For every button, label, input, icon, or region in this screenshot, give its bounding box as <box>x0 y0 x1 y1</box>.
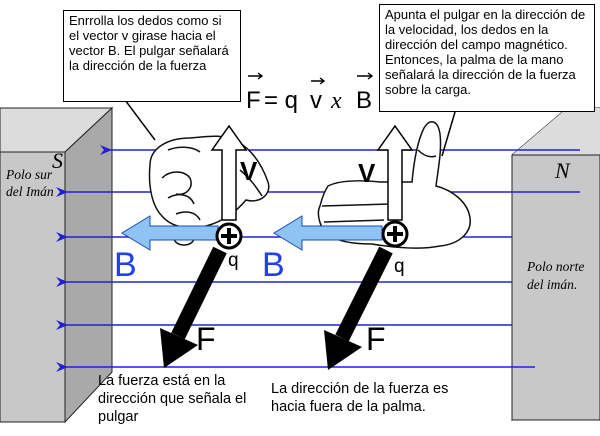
formula-force: F <box>246 87 261 114</box>
south-pole-label: Polo sur del Imán <box>6 167 54 199</box>
field-arrow-left <box>121 215 219 251</box>
force-arrow-right <box>324 246 393 370</box>
force-label-right: F <box>366 321 386 357</box>
north-pole-label: Polo norte del imán. <box>527 259 585 292</box>
magnetic-field-lines <box>56 145 580 372</box>
formula-field: B <box>356 87 372 114</box>
formula-velocity: v <box>310 87 322 114</box>
lorentz-formula: F = q v x B <box>246 72 374 114</box>
callout-pointer-right <box>441 111 456 157</box>
force-label-left: F <box>196 321 216 357</box>
north-pole-letter: N <box>555 158 570 183</box>
formula-times: x <box>330 88 342 114</box>
force-arrow-left <box>160 246 227 368</box>
field-arrow-right <box>273 215 383 251</box>
velocity-arrow-right <box>376 124 414 221</box>
velocity-label-right: V <box>358 158 376 188</box>
north-magnet <box>511 106 600 422</box>
right-hand-caption: La dirección de la fuerza es hacia fuera… <box>271 381 449 415</box>
charge-label-left: q <box>228 250 239 271</box>
south-magnet <box>0 106 114 424</box>
charge-label-right: q <box>394 256 405 277</box>
velocity-arrow-left <box>210 124 248 221</box>
callout-pointer-left <box>124 99 156 141</box>
field-label-right: B <box>262 246 285 284</box>
south-pole-letter: S <box>52 148 63 173</box>
positive-charge-right-icon <box>381 220 409 248</box>
left-hand-callout: Enrrolla los dedos como si el vector v g… <box>63 10 241 102</box>
right-hand-callout: Apunta el pulgar en la dirección de la v… <box>379 4 595 112</box>
formula-equals-q: = q <box>264 87 298 114</box>
left-hand-icon <box>148 135 270 246</box>
positive-charge-left-icon <box>215 222 243 250</box>
left-hand-caption: La fuerza está en la dirección que señal… <box>98 373 247 425</box>
velocity-label-left: V <box>240 156 258 186</box>
field-label-left: B <box>114 246 137 284</box>
